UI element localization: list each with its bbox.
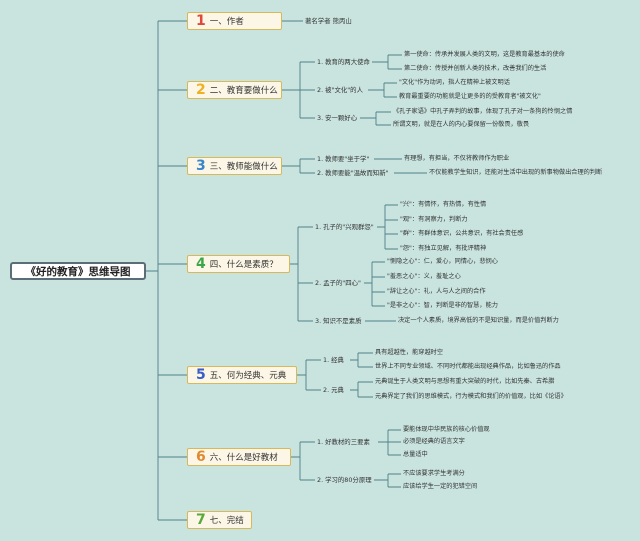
s3-sub2-item: 不仅能教学生知识，还能对生活中出现的新事物做出合理的判断 (429, 169, 603, 176)
s4-sub2[interactable]: 2. 孟子的"四心" (315, 279, 361, 287)
s2-sub2-item-2: 教育最重要的功能就是让更多的的受教育者"被文化" (399, 93, 541, 100)
s4-sub1-item-4: "怨"：有独立见解，有批评精神 (400, 245, 487, 252)
s2-sub1[interactable]: 1. 教育的两大使命 (317, 58, 370, 66)
s6-sub2[interactable]: 2. 学习的80分原理 (317, 476, 372, 484)
s4-sub1-item-1: "兴"：有情怀，有热情，有性情 (400, 201, 487, 208)
s2-sub1-item-1: 第一使命：传承并发展人类的文明，这是教育最基本的使命 (404, 51, 565, 58)
s4-sub2-item-4: "是非之心"：智，判断是非的智慧，能力 (387, 302, 498, 309)
section-7-label: 七、完结 (209, 516, 244, 526)
s5-sub2-item-1: 元典诞生于人类文明与思想有重大突破的时代，比如先秦、古希腊 (375, 378, 555, 385)
s2-sub1-item-2: 第二使命：传授并创新人类的技术，改善我们的生活 (404, 65, 547, 72)
s6-sub1[interactable]: 1. 好教材的三要素 (317, 438, 370, 446)
section-7-number: 7 (196, 512, 206, 528)
author-text: 著名学者 熊丙山 (305, 17, 352, 25)
s6-sub2-item-1: 不应该要求学生考满分 (403, 470, 465, 477)
s5-sub1-item-2: 世界上不同专业领域、不同时代都能出现经典作品，比如鲁迅的作品 (375, 363, 561, 370)
s4-sub3[interactable]: 3. 知识不是素质 (315, 317, 362, 325)
section-1-number: 1 (196, 13, 206, 29)
s4-sub2-item-1: "恻隐之心"：仁，爱心，同情心，悲悯心 (387, 258, 498, 265)
s4-sub2-item-3: "辞让之心"：礼，人与人之间的合作 (387, 288, 486, 295)
s6-sub1-item-1: 要能体现中华民族的核心价值观 (403, 426, 490, 433)
s6-sub2-item-2: 应该给学生一定的犯错空间 (403, 483, 478, 490)
section-4-label: 四、什么是素质？ (209, 260, 278, 270)
root-title: 《好的教育》思维导图 (25, 265, 131, 278)
section-3-number: 3 (196, 158, 206, 174)
s4-sub1-item-2: "观"：有洞察力，判断力 (400, 216, 468, 223)
section-1-label: 一、作者 (209, 17, 244, 27)
s3-sub2[interactable]: 2. 教师要能"温故而知新" (317, 169, 389, 177)
s5-sub2[interactable]: 2. 元典 (323, 386, 344, 394)
root-node[interactable]: 《好的教育》思维导图 (10, 262, 146, 280)
section-6-label: 六、什么是好教材 (209, 453, 278, 463)
section-2-number: 2 (196, 82, 206, 98)
s2-sub3-item-1: 《孔子家语》中孔子弄判的故事，体现了孔子对一条狗的怜悯之情 (393, 108, 573, 115)
s2-sub3[interactable]: 3. 安一颗好心 (317, 114, 358, 122)
s5-sub1-item-1: 具有超越性，能穿越时空 (375, 349, 444, 356)
s6-sub1-item-3: 总量适中 (403, 451, 428, 458)
section-3-label: 三、教师能做什么 (209, 162, 278, 172)
section-5-label: 五、何为经典、元典 (209, 371, 287, 381)
s2-sub2-item-1: "文化"作为动词，指人在精神上被文明话 (399, 79, 510, 86)
s5-sub1[interactable]: 1. 经典 (323, 356, 344, 364)
s6-sub1-item-2: 必须是经典的语言文字 (403, 438, 465, 445)
s2-sub2[interactable]: 2. 被"文化"的人 (317, 86, 363, 94)
s2-sub3-item-2: 所谓文明，就是在人的内心要保留一份敬畏，敬畏 (393, 121, 530, 128)
s5-sub2-item-2: 元典界定了我们的思维模式，行为模式和我们的价值观，比如《论语》 (375, 393, 567, 400)
section-2-label: 二、教育要做什么 (209, 86, 278, 96)
section-6-number: 6 (196, 449, 206, 465)
section-5-number: 5 (196, 367, 206, 383)
section-4-number: 4 (196, 256, 206, 272)
s4-sub2-item-2: "羞恶之心"：义，羞耻之心 (387, 273, 461, 280)
s4-sub1[interactable]: 1. 孔子的"兴观群怨" (315, 223, 374, 231)
s3-sub1[interactable]: 1. 教师要"坐于学" (317, 155, 370, 163)
s4-sub3-item: 决定一个人素质，境界高低的不是知识量，而是价值判断力 (398, 317, 559, 324)
s3-sub1-item: 有理想，有担当，不仅将教师作为职业 (404, 155, 510, 162)
s4-sub1-item-3: "群"：有群体意识，公共意识，有社会责任感 (400, 230, 524, 237)
